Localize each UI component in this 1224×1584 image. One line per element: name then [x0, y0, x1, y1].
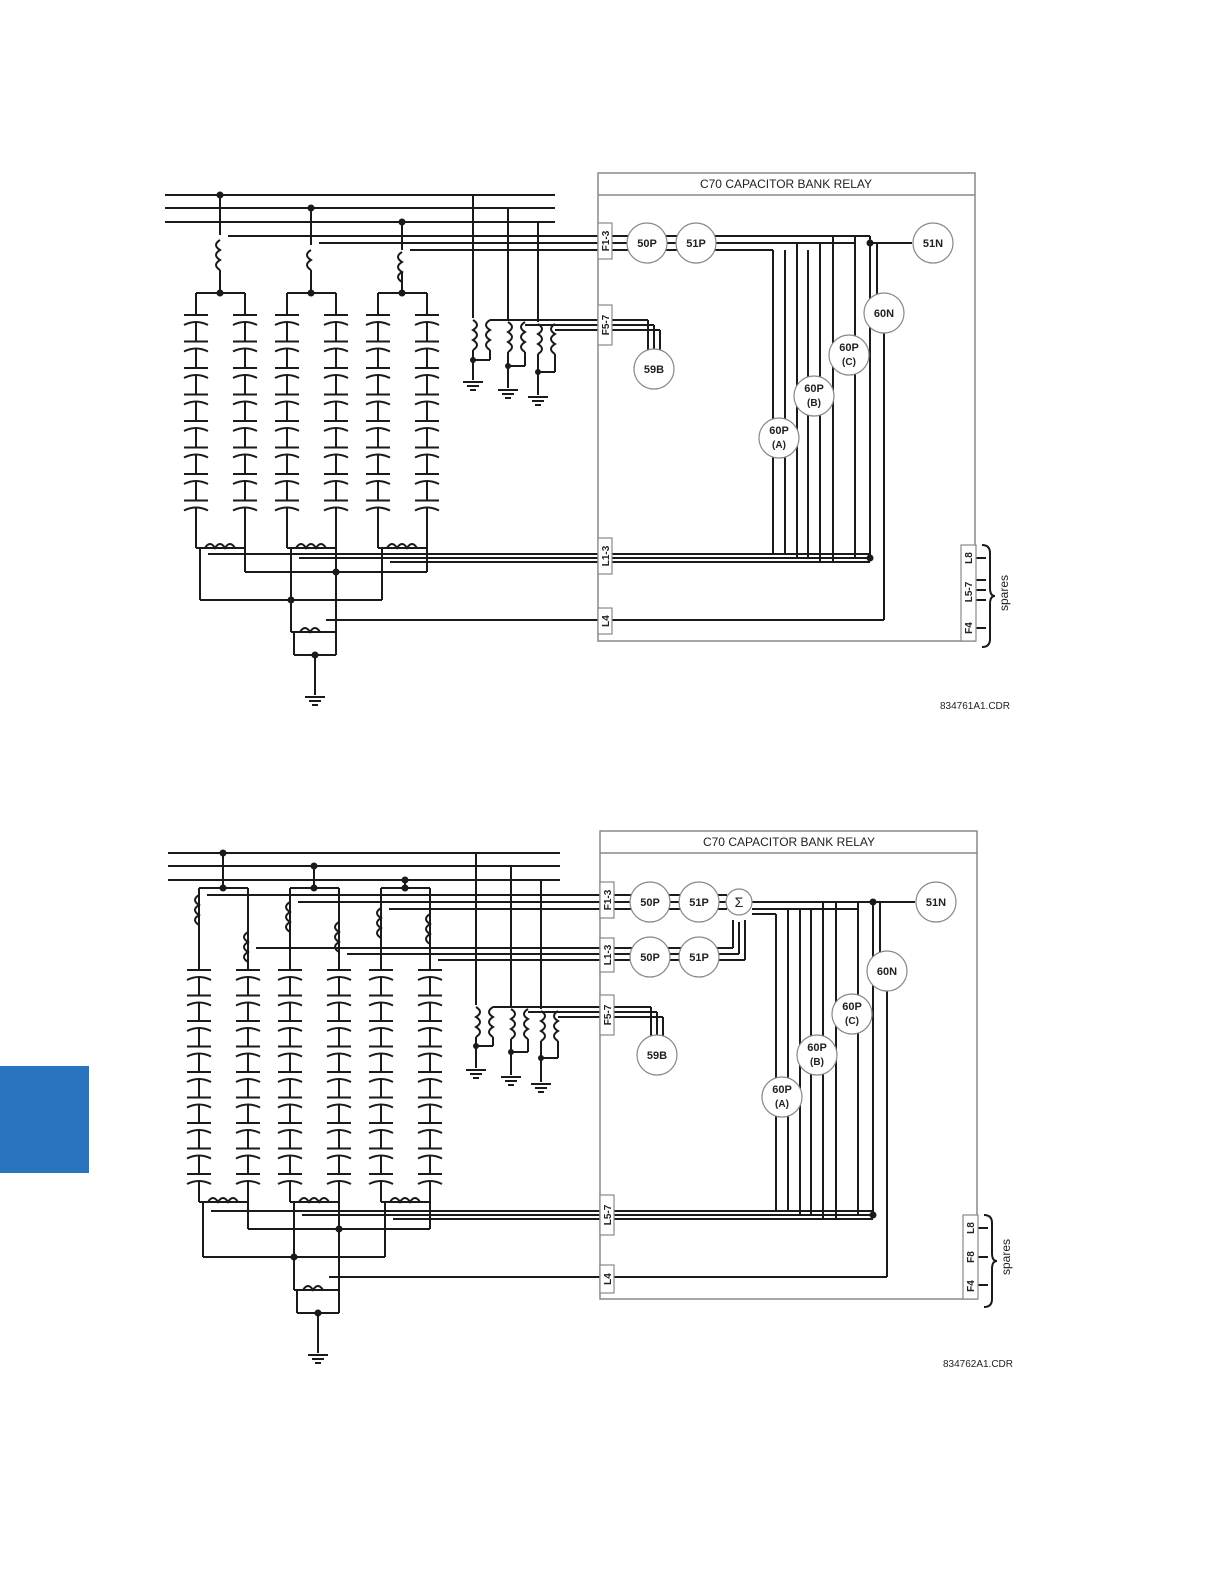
spares-label: spares — [997, 575, 1011, 611]
element-59b: 59B — [647, 1050, 667, 1062]
spare-terminal-label: F4 — [964, 622, 975, 634]
element-50p: 50P — [640, 897, 660, 909]
element-60p-b-phase: (B) — [807, 398, 821, 409]
terminal-label: F5-7 — [603, 1004, 614, 1025]
terminal-label: F1-3 — [601, 230, 612, 251]
element-51n: 51N — [923, 238, 943, 250]
element-51n: 51N — [926, 897, 946, 909]
element-60n: 60N — [874, 308, 894, 320]
spare-terminal-label: L5-7 — [964, 581, 975, 602]
spare-terminal-label: F4 — [966, 1280, 977, 1292]
drawing-id: 834761A1.CDR — [940, 701, 1010, 712]
relay-title: C70 CAPACITOR BANK RELAY — [703, 835, 875, 849]
element-51p: 51P — [686, 238, 706, 250]
element-51p: 51P — [689, 897, 709, 909]
terminal-label: L4 — [601, 615, 612, 627]
element-60p-b-phase: (B) — [810, 1057, 824, 1068]
terminal-label: L4 — [603, 1273, 614, 1285]
spare-terminal-label: F8 — [966, 1251, 977, 1263]
element-60p-c: 60P — [839, 342, 859, 354]
element-60p-b: 60P — [804, 383, 824, 395]
capacitor-bank-diagram-2: C70 CAPACITOR BANK RELAY F1-3 L1-3 F5-7 … — [0, 810, 1224, 1450]
spare-terminal-label: L8 — [964, 552, 975, 564]
terminal-label: L1-3 — [601, 545, 612, 566]
element-60p-a-phase: (A) — [775, 1099, 789, 1110]
relay-title: C70 CAPACITOR BANK RELAY — [700, 177, 872, 191]
element-59b: 59B — [644, 364, 664, 376]
element-60p-a: 60P — [769, 425, 789, 437]
terminal-label: L5-7 — [603, 1204, 614, 1225]
element-51p: 51P — [689, 952, 709, 964]
element-60p-b: 60P — [807, 1042, 827, 1054]
spares-label: spares — [999, 1239, 1013, 1275]
sum-symbol: Σ — [735, 894, 744, 910]
capacitor-bank-diagram-1: C70 CAPACITOR BANK RELAY F1-3 F5-7 L1-3 … — [0, 150, 1224, 790]
element-60p-c: 60P — [842, 1001, 862, 1013]
element-50p: 50P — [640, 952, 660, 964]
element-60n: 60N — [877, 966, 897, 978]
element-60p-c-phase: (C) — [842, 357, 856, 368]
element-50p: 50P — [637, 238, 657, 250]
terminal-label: F1-3 — [603, 889, 614, 910]
terminal-label: L1-3 — [603, 944, 614, 965]
drawing-id: 834762A1.CDR — [943, 1359, 1013, 1370]
section-tab — [0, 1066, 89, 1173]
element-60p-c-phase: (C) — [845, 1016, 859, 1027]
spare-terminal-label: L8 — [966, 1222, 977, 1234]
terminal-label: F5-7 — [601, 314, 612, 335]
element-60p-a-phase: (A) — [772, 440, 786, 451]
element-60p-a: 60P — [772, 1084, 792, 1096]
